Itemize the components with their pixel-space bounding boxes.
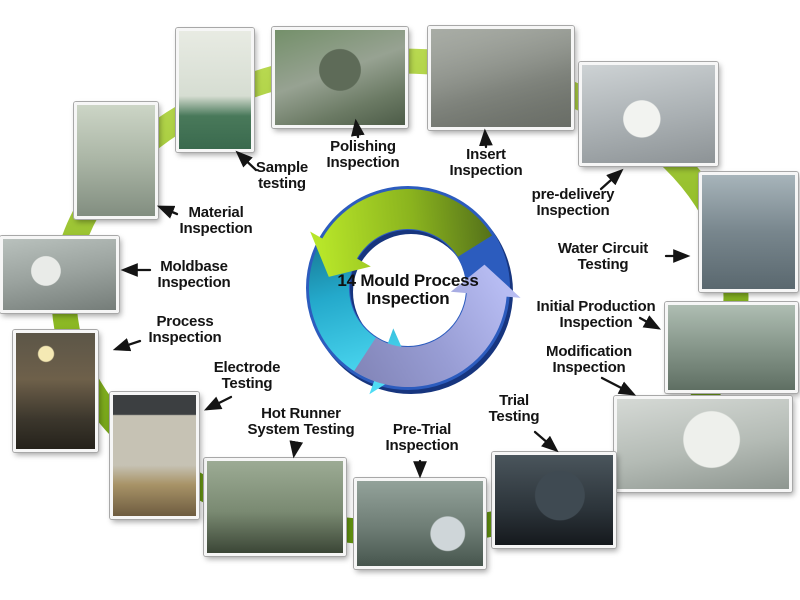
label-pre-trial-inspection: Pre-Trial Inspection	[385, 421, 459, 454]
photo-water-circuit-testing	[699, 172, 798, 292]
label-material-inspection: Material Inspection	[179, 204, 253, 237]
arrow-modification-inspection	[600, 376, 637, 396]
photo-hot-runner-system-testing	[204, 458, 346, 556]
photo-insert-inspection	[428, 26, 574, 130]
label-insert-inspection: Insert Inspection	[449, 146, 523, 179]
photo-electrode-testing	[110, 392, 199, 519]
photo-trial-testing	[492, 452, 616, 548]
arrow-polishing-inspection	[350, 118, 365, 139]
photo-pre-trial-inspection	[354, 478, 486, 569]
arrow-sample-testing	[235, 150, 258, 172]
label-sample-testing: Sample testing	[255, 159, 309, 192]
label-process-inspection: Process Inspection	[148, 313, 222, 346]
label-moldbase-inspection: Moldbase Inspection	[157, 258, 231, 291]
cycle-center-label: 14 Mould Process Inspection	[337, 271, 479, 308]
label-initial-production-inspection: Initial Production Inspection	[536, 298, 656, 331]
photo-sample-testing	[176, 28, 254, 152]
photo-moldbase-inspection	[0, 236, 119, 313]
label-pre-delivery-inspection: pre-delivery Inspection	[531, 186, 615, 219]
photo-modification-inspection	[614, 396, 792, 492]
arrow-hot-runner-system-testing	[289, 440, 304, 459]
label-trial-testing: Trial Testing	[488, 392, 540, 425]
arrow-pre-delivery-inspection	[599, 168, 624, 191]
photo-initial-production-inspection	[665, 302, 798, 393]
label-modification-inspection: Modification Inspection	[546, 343, 632, 376]
arrow-electrode-testing	[203, 395, 233, 411]
photo-process-inspection	[13, 330, 98, 452]
label-water-circuit-testing: Water Circuit Testing	[557, 240, 649, 273]
photo-pre-delivery-inspection	[579, 62, 718, 166]
label-electrode-testing: Electrode Testing	[213, 359, 281, 392]
photo-polishing-inspection	[272, 27, 408, 128]
arrow-process-inspection	[112, 338, 142, 352]
arrow-insert-inspection	[479, 128, 493, 149]
arrow-trial-testing	[533, 430, 559, 453]
label-hot-runner-system-testing: Hot Runner System Testing	[247, 405, 355, 438]
photo-material-inspection	[74, 102, 158, 219]
label-polishing-inspection: Polishing Inspection	[326, 138, 400, 171]
arrow-material-inspection	[156, 205, 179, 219]
arrow-initial-production-inspection	[638, 315, 662, 330]
cycle-graphic	[295, 186, 539, 414]
